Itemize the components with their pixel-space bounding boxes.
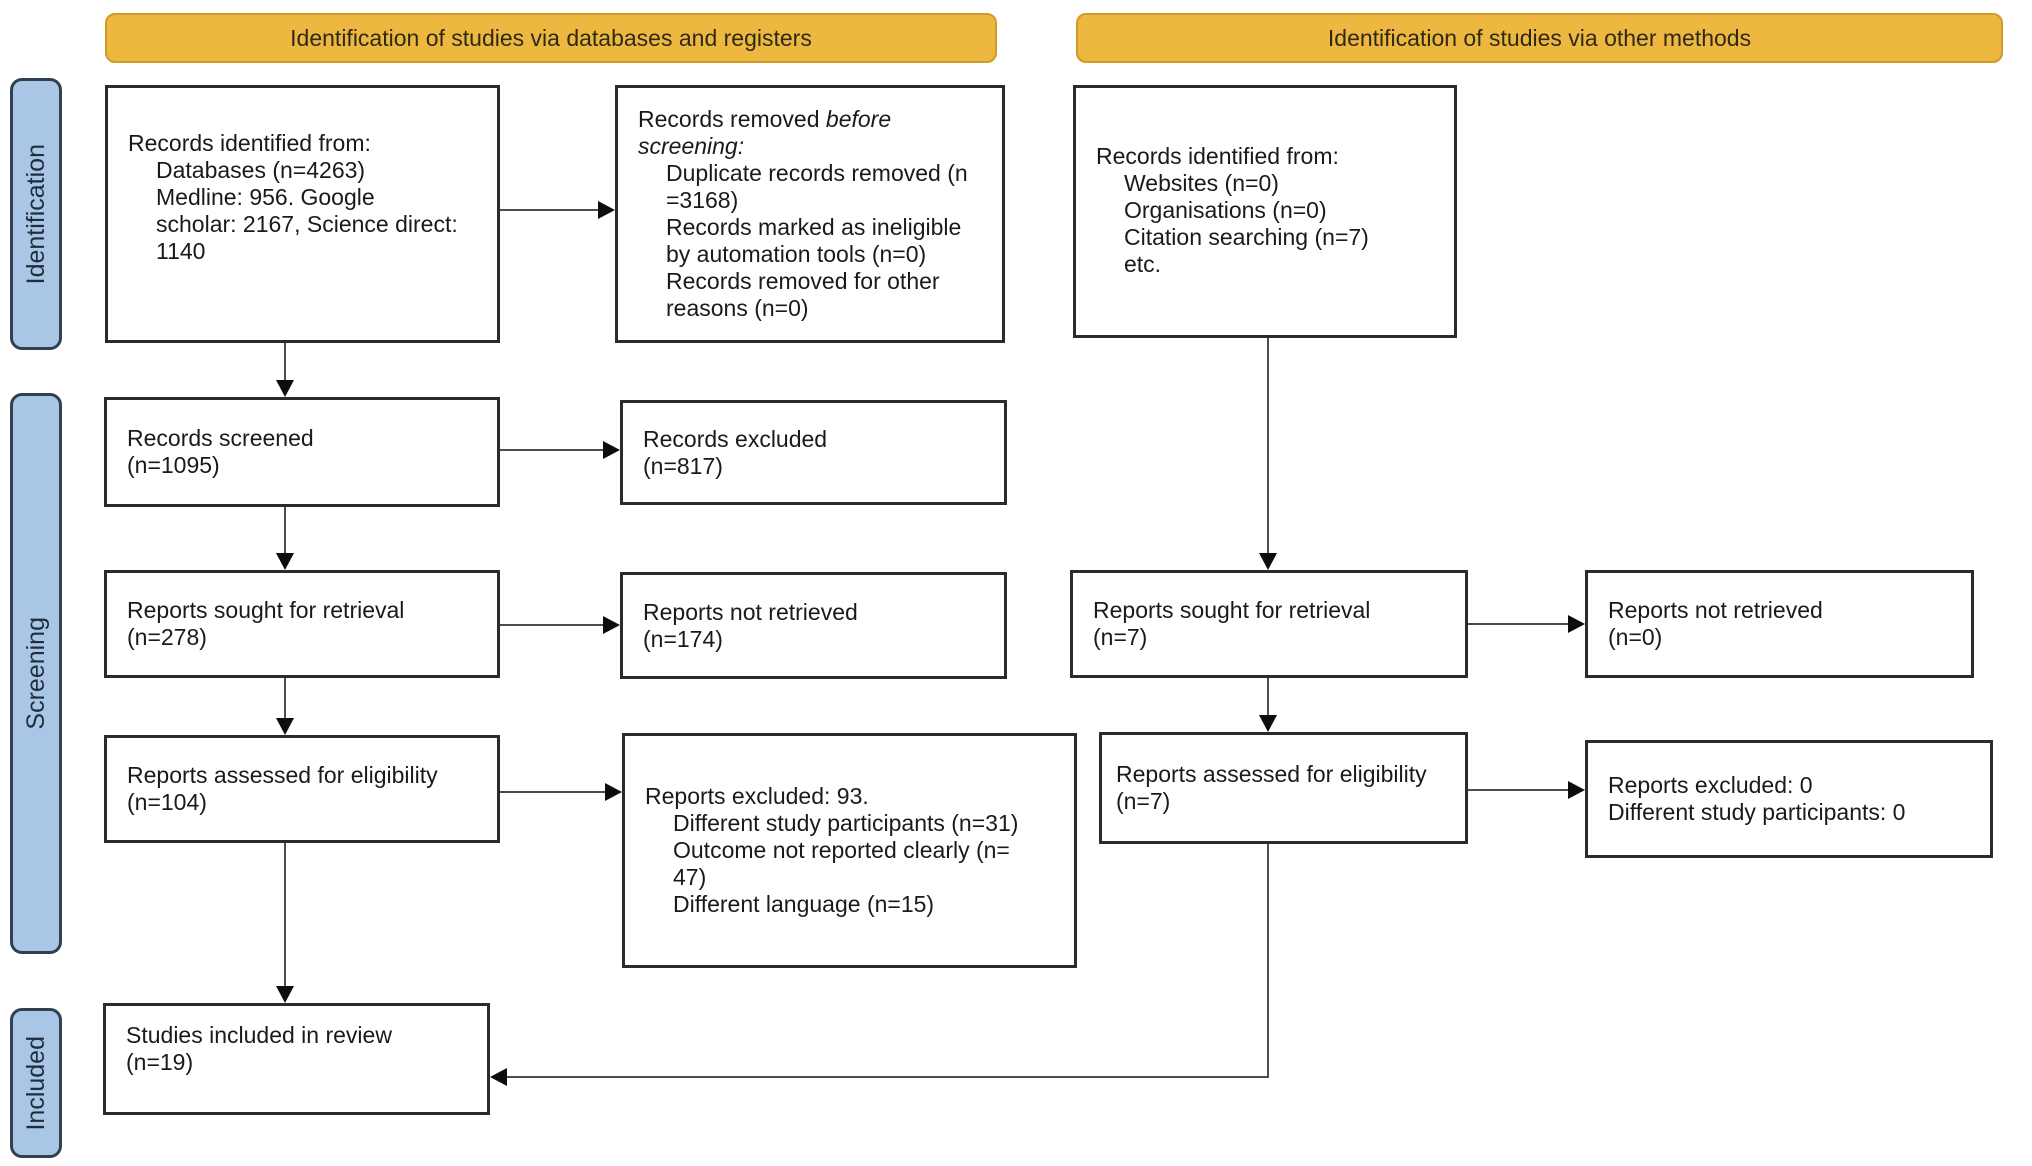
text-line: Records removed for other	[666, 268, 940, 294]
arrow-othersought-to-assessed-line	[1267, 678, 1269, 716]
text-line: Records removed before	[638, 106, 992, 133]
text-line: (n=7)	[1116, 788, 1171, 814]
text-line: 47)	[673, 864, 707, 890]
text-line: Reports excluded: 93.	[645, 783, 869, 809]
text-line: etc.	[1124, 251, 1162, 277]
box-records-excluded: Records excluded (n=817)	[620, 400, 1007, 505]
text-line: Different language (n=15)	[673, 891, 935, 917]
arrow-sought-to-notretrieved-line	[500, 624, 604, 626]
stage-label-identification: Identification	[10, 78, 62, 350]
arrow-sought-to-assessed-line	[284, 678, 286, 719]
text-line: Records identified from:	[1096, 143, 1339, 169]
box-reports-excluded-other: Reports excluded: 0 Different study part…	[1585, 740, 1993, 858]
text-line: (n=174)	[643, 625, 723, 652]
text-line: (n=0)	[1608, 624, 1663, 650]
arrow-assessed-to-excluded-head	[605, 783, 622, 801]
text-line: Organisations (n=0)	[1124, 197, 1327, 223]
arrow-sought-to-notretrieved-head	[603, 616, 620, 634]
arrow-otherassessed-to-excluded-line	[1468, 789, 1569, 791]
text-line: (n=817)	[643, 452, 723, 479]
text-line: Reports excluded: 0	[1608, 772, 1813, 798]
box-reports-not-retrieved-databases: Reports not retrieved (n=174)	[620, 572, 1007, 679]
arrow-sought-to-assessed-head	[276, 718, 294, 735]
arrow-otheridentified-to-sought-line	[1267, 338, 1269, 554]
box-reports-sought-other: Reports sought for retrieval (n=7)	[1070, 570, 1468, 678]
arrow-assessed-to-included-line	[284, 843, 286, 987]
arrow-screened-to-excluded-line	[500, 449, 604, 451]
arrow-identified-to-removed-head	[598, 201, 615, 219]
text-line: (n=7)	[1093, 624, 1148, 650]
text-line: Different study participants: 0	[1608, 799, 1906, 825]
stage-label-included: Included	[10, 1008, 62, 1158]
arrow-othersought-to-assessed-head	[1259, 715, 1277, 732]
box-records-screened: Records screened (n=1095)	[104, 397, 500, 507]
arrow-identified-to-removed-line	[500, 209, 599, 211]
text-line: Records marked as ineligible	[666, 214, 962, 240]
text-run: Records removed	[638, 106, 826, 132]
text-line: Records excluded	[643, 425, 828, 452]
box-reports-excluded-databases: Reports excluded: 93. Different study pa…	[622, 733, 1077, 968]
text-line: Medline: 956. Google	[156, 184, 375, 210]
text-line: Reports assessed for eligibility	[127, 762, 438, 788]
arrow-assessed-to-excluded-line	[500, 791, 606, 793]
text-line: Records screened	[127, 425, 314, 451]
stage-label-identification-text: Identification	[21, 143, 50, 285]
text-line: by automation tools (n=0)	[666, 241, 927, 267]
text-line: 1140	[156, 238, 206, 264]
banner-databases-registers: Identification of studies via databases …	[105, 13, 997, 63]
box-reports-assessed-other: Reports assessed for eligibility (n=7)	[1099, 732, 1468, 844]
arrow-othersought-to-notretrieved-head	[1568, 615, 1585, 633]
box-records-identified-databases: Records identified from: Databases (n=42…	[105, 85, 500, 343]
text-line: =3168)	[666, 187, 739, 213]
text-line: Reports sought for retrieval	[127, 597, 405, 623]
text-line: Duplicate records removed (n	[666, 160, 968, 186]
arrow-screened-to-sought-line	[284, 507, 286, 554]
text-line: Citation searching (n=7)	[1124, 224, 1369, 250]
banner-databases-registers-label: Identification of studies via databases …	[290, 24, 812, 51]
arrow-identified-to-screened-line	[284, 343, 286, 381]
text-line: Reports not retrieved	[1608, 597, 1823, 623]
arrow-otherassessed-to-included-horizontal	[506, 1076, 1269, 1078]
stage-label-screening-text: Screening	[21, 617, 50, 730]
text-line: Databases (n=4263)	[156, 157, 366, 183]
box-studies-included: Studies included in review (n=19)	[103, 1003, 490, 1115]
box-reports-sought-databases: Reports sought for retrieval (n=278)	[104, 570, 500, 678]
banner-other-methods: Identification of studies via other meth…	[1076, 13, 2003, 63]
arrow-screened-to-excluded-head	[603, 441, 620, 459]
text-line: Websites (n=0)	[1124, 170, 1279, 196]
arrow-otheridentified-to-sought-head	[1259, 553, 1277, 570]
arrow-otherassessed-to-excluded-head	[1568, 781, 1585, 799]
arrow-otherassessed-to-included-head	[490, 1068, 507, 1086]
stage-label-screening: Screening	[10, 393, 62, 954]
stage-label-included-text: Included	[21, 1035, 50, 1131]
text-line: Studies included in review	[126, 1022, 392, 1048]
text-line: (n=1095)	[127, 452, 220, 478]
text-line: (n=278)	[127, 624, 207, 650]
text-line: scholar: 2167, Science direct:	[156, 211, 458, 237]
text-line: Records identified from:	[128, 130, 371, 156]
text-line: Different study participants (n=31)	[673, 810, 1019, 836]
text-line: Reports sought for retrieval	[1093, 597, 1371, 623]
text-line: (n=104)	[127, 789, 207, 815]
box-reports-assessed-databases: Reports assessed for eligibility (n=104)	[104, 735, 500, 843]
text-run-italic: before	[825, 106, 892, 132]
arrow-otherassessed-to-included-vertical	[1267, 844, 1269, 1078]
arrow-identified-to-screened-head	[276, 380, 294, 397]
box-reports-not-retrieved-other: Reports not retrieved (n=0)	[1585, 570, 1974, 678]
text-line: Reports not retrieved	[643, 598, 858, 625]
box-records-identified-other-methods: Records identified from: Websites (n=0) …	[1073, 85, 1457, 338]
text-line: Outcome not reported clearly (n=	[673, 837, 1010, 863]
text-line: (n=19)	[126, 1049, 194, 1075]
banner-other-methods-label: Identification of studies via other meth…	[1327, 24, 1752, 51]
box-records-removed-before-screening: Records removed before screening: Duplic…	[615, 85, 1005, 343]
arrow-assessed-to-included-head	[276, 986, 294, 1003]
arrow-othersought-to-notretrieved-line	[1468, 623, 1569, 625]
arrow-screened-to-sought-head	[276, 553, 294, 570]
text-line: Reports assessed for eligibility	[1116, 761, 1427, 787]
text-line: screening:	[638, 133, 745, 159]
text-line: reasons (n=0)	[666, 295, 809, 321]
